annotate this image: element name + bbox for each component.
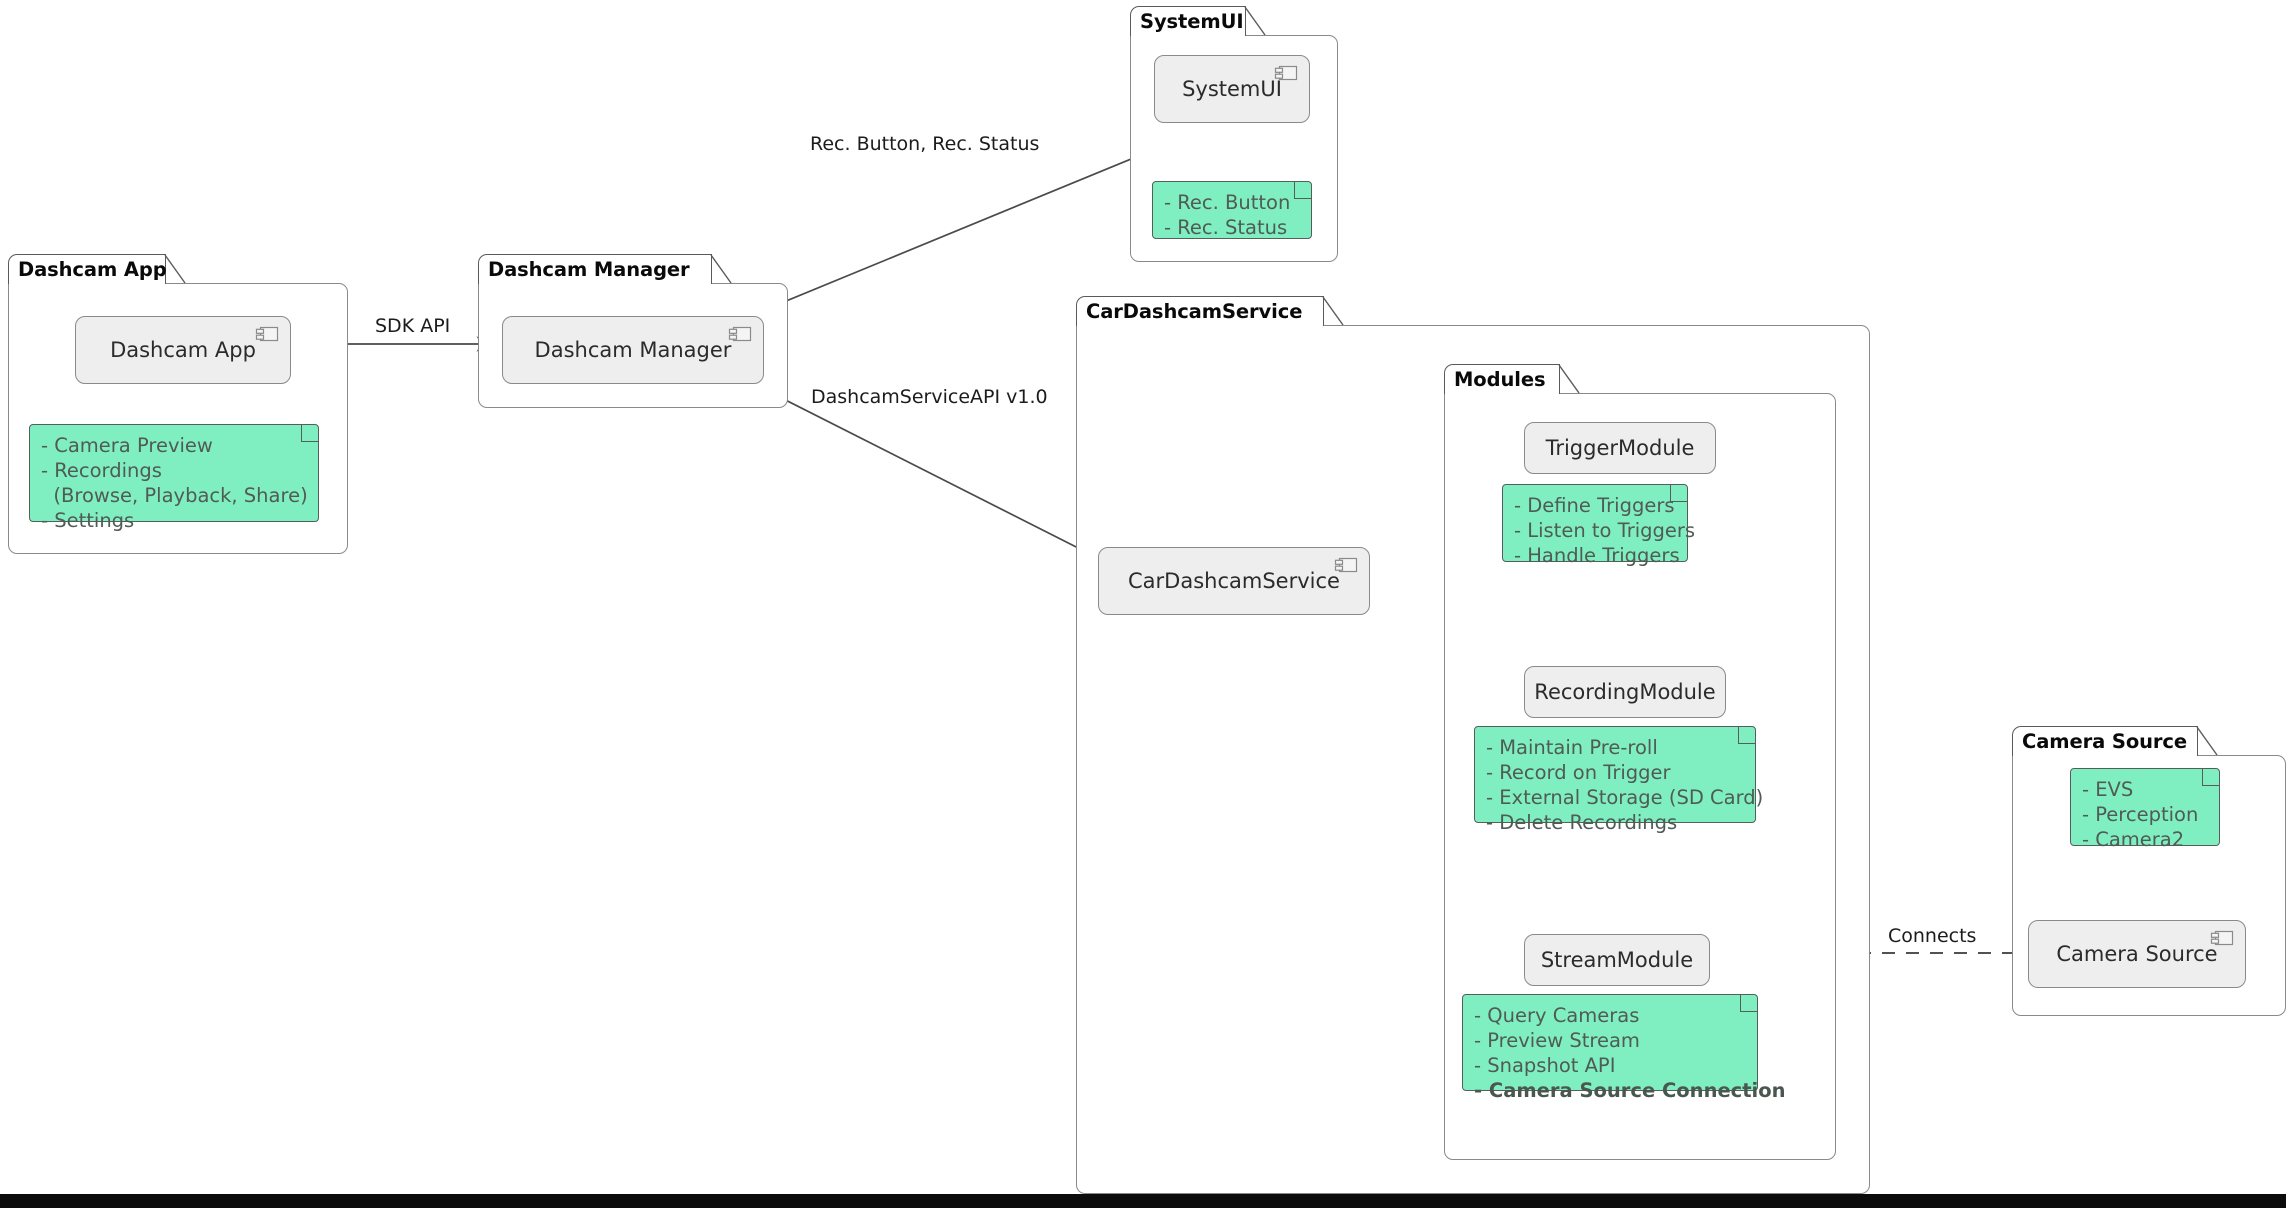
note-line: - Record on Trigger xyxy=(1486,760,1671,784)
note-line: - Perception xyxy=(2082,802,2199,826)
note-line: - Rec. Button xyxy=(1164,191,1291,214)
note-stream-module: - Query Cameras - Preview Stream - Snaps… xyxy=(1462,994,1786,1102)
note-dashcam-app: - Camera Preview - Recordings (Browse, P… xyxy=(29,424,319,532)
note-recording-module: - Maintain Pre-roll - Record on Trigger … xyxy=(1474,726,1764,834)
package-dashcam-manager: Dashcam Manager Dashcam Manager xyxy=(478,254,788,408)
component-label-stream-module: StreamModule xyxy=(1540,947,1694,972)
note-system-ui: - Rec. Button - Rec. Status xyxy=(1152,181,1312,239)
note-line: - Query Cameras xyxy=(1474,1004,1640,1027)
note-line: - Snapshot API xyxy=(1474,1053,1616,1077)
package-tab-car-dashcam-service: CarDashcamService xyxy=(1076,296,1324,326)
component-icon xyxy=(728,326,752,342)
component-dashcam-manager[interactable]: Dashcam Manager xyxy=(502,316,764,384)
note-line: - Preview Stream xyxy=(1474,1028,1640,1052)
note-line: - Camera Preview xyxy=(41,434,213,457)
package-tab-slant-dashcam-app xyxy=(164,254,186,284)
note-fold-icon xyxy=(1670,484,1688,502)
note-fold-icon xyxy=(1294,181,1312,199)
component-label-car-dashcam-service: CarDashcamService xyxy=(1128,568,1340,593)
package-camera-source: Camera Source - EVS - Perception - Camer… xyxy=(2012,726,2286,1016)
component-stream-module[interactable]: StreamModule xyxy=(1524,934,1710,986)
component-label-dashcam-app: Dashcam App xyxy=(110,337,256,362)
note-fold-icon xyxy=(1740,994,1758,1012)
note-line: - Listen to Triggers xyxy=(1514,518,1696,542)
note-line: - Camera2 xyxy=(2082,827,2185,851)
package-modules: Modules TriggerModule - Define Triggers … xyxy=(1444,364,1836,1160)
note-line: - Define Triggers xyxy=(1514,494,1675,517)
edge-manager-to-systemui xyxy=(739,150,1149,321)
note-line: - External Storage (SD Card) xyxy=(1486,785,1764,809)
component-car-dashcam-service[interactable]: CarDashcamService xyxy=(1098,547,1370,615)
component-label-trigger-module: TriggerModule xyxy=(1545,435,1695,460)
component-label-system-ui: SystemUI xyxy=(1182,76,1282,101)
package-tab-slant-car-dashcam-service xyxy=(1322,296,1344,326)
note-line: - Camera Source Connection xyxy=(1474,1078,1786,1102)
package-label-dashcam-app: Dashcam App xyxy=(18,258,167,281)
component-label-recording-module: RecordingModule xyxy=(1534,679,1716,704)
note-line: - Recordings xyxy=(41,458,162,482)
note-line: - Delete Recordings xyxy=(1486,810,1678,834)
package-dashcam-app: Dashcam App Dashcam App - Camera Preview… xyxy=(8,254,348,554)
bottom-bar xyxy=(0,1194,2286,1208)
note-fold-icon xyxy=(301,424,319,442)
package-label-system-ui: SystemUI xyxy=(1140,10,1244,33)
package-tab-system-ui: SystemUI xyxy=(1130,6,1246,36)
package-tab-camera-source: Camera Source xyxy=(2012,726,2198,756)
component-icon xyxy=(2210,930,2234,946)
edge-label-connects: Connects xyxy=(1888,925,1977,947)
package-tab-slant-system-ui xyxy=(1244,6,1266,36)
package-label-dashcam-manager: Dashcam Manager xyxy=(488,258,690,281)
component-icon xyxy=(255,326,279,342)
package-tab-modules: Modules xyxy=(1444,364,1560,394)
package-tab-slant-dashcam-manager xyxy=(710,254,732,284)
note-line: - Settings xyxy=(41,508,135,532)
component-icon xyxy=(1334,557,1358,573)
note-fold-icon xyxy=(2202,768,2220,786)
package-car-dashcam-service: CarDashcamService CarDashcamService Modu… xyxy=(1076,296,1870,1194)
component-camera-source[interactable]: Camera Source xyxy=(2028,920,2246,988)
edge-label-sdk-api: SDK API xyxy=(375,315,451,337)
component-label-camera-source: Camera Source xyxy=(2056,941,2218,966)
note-line: (Browse, Playback, Share) xyxy=(41,483,308,507)
component-label-dashcam-manager: Dashcam Manager xyxy=(534,337,732,362)
component-icon xyxy=(1274,65,1298,81)
package-tab-dashcam-manager: Dashcam Manager xyxy=(478,254,712,284)
note-camera-source: - EVS - Perception - Camera2 xyxy=(2070,768,2220,851)
package-system-ui: SystemUI SystemUI - Rec. Button - Rec. S… xyxy=(1130,6,1338,262)
package-label-car-dashcam-service: CarDashcamService xyxy=(1086,300,1303,323)
package-tab-slant-camera-source xyxy=(2196,726,2218,756)
note-trigger-module: - Define Triggers - Listen to Triggers -… xyxy=(1502,484,1696,567)
package-tab-slant-modules xyxy=(1558,364,1580,394)
note-line: - Maintain Pre-roll xyxy=(1486,736,1658,759)
component-dashcam-app[interactable]: Dashcam App xyxy=(75,316,291,384)
edge-label-rec-button-rec-status: Rec. Button, Rec. Status xyxy=(810,133,1040,155)
note-line: - Rec. Status xyxy=(1164,215,1288,239)
note-line: - Handle Triggers xyxy=(1514,543,1680,567)
edge-label-dashcam-service-api: DashcamServiceAPI v1.0 xyxy=(811,386,1048,408)
note-fold-icon xyxy=(1738,726,1756,744)
package-tab-dashcam-app: Dashcam App xyxy=(8,254,167,284)
package-label-modules: Modules xyxy=(1454,368,1546,391)
component-system-ui[interactable]: SystemUI xyxy=(1154,55,1310,123)
package-label-camera-source: Camera Source xyxy=(2022,730,2188,753)
note-line: - EVS xyxy=(2082,778,2134,801)
component-recording-module[interactable]: RecordingModule xyxy=(1524,666,1726,718)
component-trigger-module[interactable]: TriggerModule xyxy=(1524,422,1716,474)
